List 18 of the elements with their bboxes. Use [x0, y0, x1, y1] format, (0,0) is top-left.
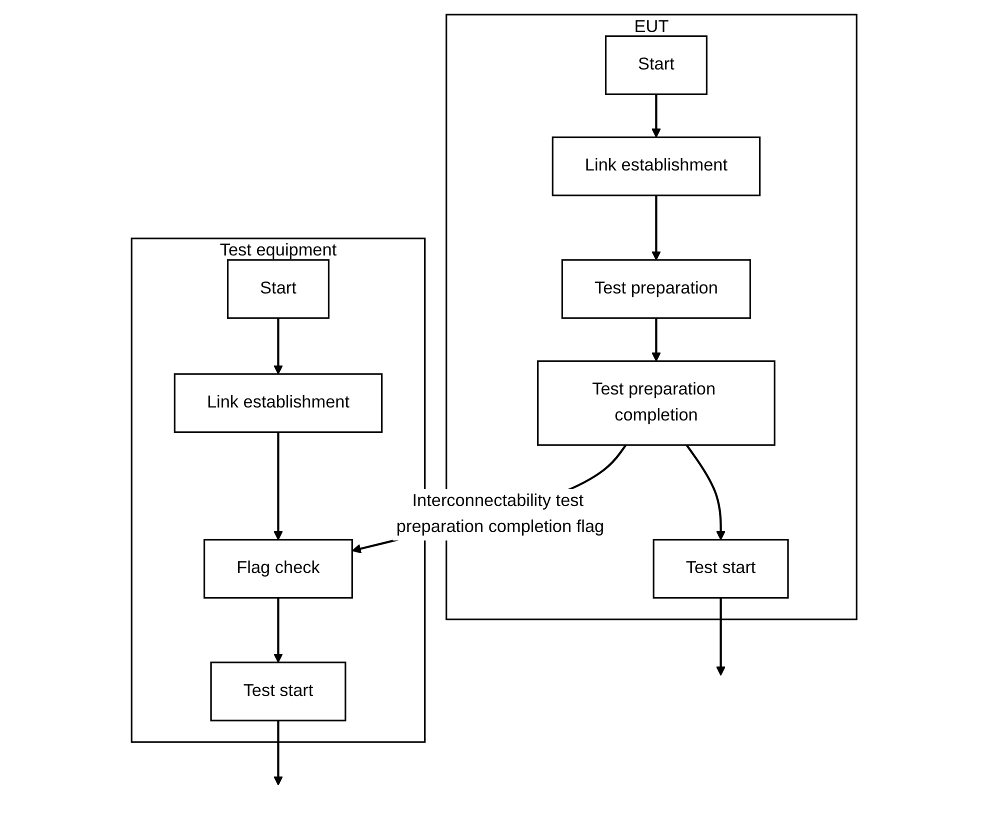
arrow — [652, 318, 662, 362]
node-box: Test start — [210, 662, 347, 722]
node-box: Link establishment — [552, 136, 761, 196]
arrow — [274, 432, 284, 540]
arrow — [716, 598, 726, 676]
node-box: Test preparation — [562, 259, 752, 319]
arrow — [274, 720, 284, 786]
node-box: Start — [227, 259, 330, 319]
arrow — [274, 318, 284, 374]
arrow — [274, 598, 284, 663]
arrow — [686, 444, 726, 540]
node-box: Test start — [653, 538, 790, 599]
node-box: Link establishment — [174, 373, 383, 433]
node-box: Test preparation completion — [537, 360, 776, 446]
node-box: Start — [605, 35, 708, 96]
node-box: Flag check — [204, 538, 354, 599]
arrow — [652, 94, 662, 138]
arrow — [652, 195, 662, 260]
